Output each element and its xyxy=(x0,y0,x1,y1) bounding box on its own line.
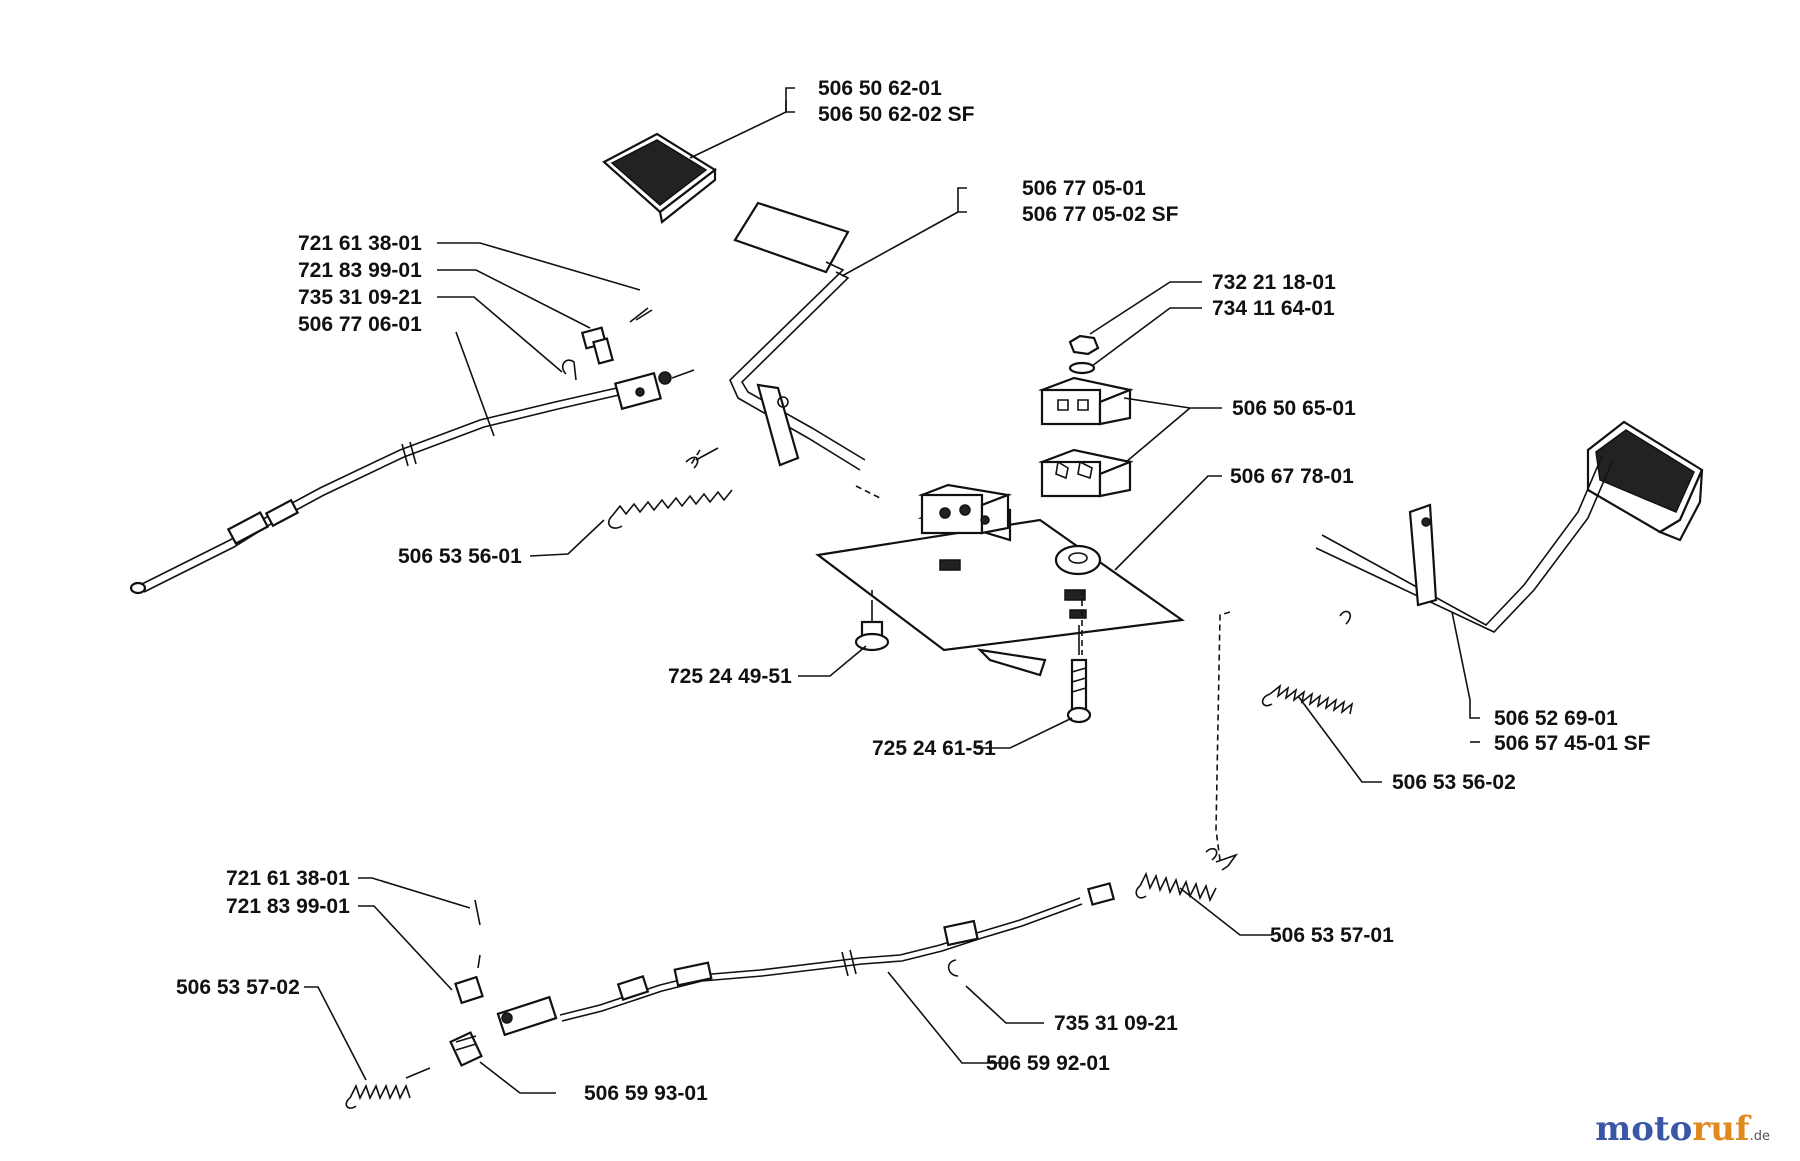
fitting-506-59-93-01 xyxy=(449,1031,483,1067)
label-506-53-56-01: 506 53 56-01 xyxy=(398,545,522,568)
pedal-arm-right xyxy=(1315,455,1613,633)
label-506-57-45-01-sf: 506 57 45-01 SF xyxy=(1494,732,1651,755)
label-735-31-09-21-top: 735 31 09-21 xyxy=(298,286,422,309)
label-721-83-99-01-bottom: 721 83 99-01 xyxy=(226,895,350,918)
part-labels: 506 50 62-01 506 50 62-02 SF 506 77 05-0… xyxy=(176,77,1651,1105)
label-506-59-92-01: 506 59 92-01 xyxy=(986,1052,1110,1075)
spring-506-53-56-02 xyxy=(1261,610,1354,715)
label-506-50-65-01: 506 50 65-01 xyxy=(1232,397,1356,420)
spring-506-53-56-01 xyxy=(607,447,733,529)
pedal-arm-left xyxy=(729,201,866,471)
watermark-main-a: moto xyxy=(1595,1109,1693,1149)
label-734-11-64-01: 734 11 64-01 xyxy=(1212,297,1335,320)
motoruf-watermark: motoruf.de xyxy=(1595,1109,1770,1149)
label-506-50-62-02-sf: 506 50 62-02 SF xyxy=(818,103,975,126)
label-721-83-99-01-top: 721 83 99-01 xyxy=(298,259,422,282)
nut-732-21-18-01 xyxy=(1068,334,1100,375)
label-721-61-38-01-bottom: 721 61 38-01 xyxy=(226,867,350,890)
leader-lines xyxy=(304,87,1480,1094)
label-506-52-69-01: 506 52 69-01 xyxy=(1494,707,1618,730)
label-506-53-57-01: 506 53 57-01 xyxy=(1270,924,1394,947)
label-506-59-93-01: 506 59 93-01 xyxy=(584,1082,708,1105)
plate-ring xyxy=(1054,544,1102,576)
label-725-24-49-51: 725 24 49-51 xyxy=(668,665,792,688)
label-725-24-61-51: 725 24 61-51 xyxy=(872,737,996,760)
watermark-main-b: ruf xyxy=(1692,1109,1750,1149)
label-506-53-56-02: 506 53 56-02 xyxy=(1392,771,1516,794)
label-735-31-09-21-bottom: 735 31 09-21 xyxy=(1054,1012,1178,1035)
label-721-61-38-01-top: 721 61 38-01 xyxy=(298,232,422,255)
watermark-suffix: .de xyxy=(1749,1129,1770,1144)
brake-pedal-pad xyxy=(602,132,717,224)
label-506-67-78-01: 506 67 78-01 xyxy=(1230,465,1354,488)
label-506-77-06-01: 506 77 06-01 xyxy=(298,313,422,336)
label-506-77-05-02-sf: 506 77 05-02 SF xyxy=(1022,203,1179,226)
label-732-21-18-01: 732 21 18-01 xyxy=(1212,271,1336,294)
label-506-50-62-01: 506 50 62-01 xyxy=(818,77,942,100)
cable-top-left xyxy=(129,307,695,595)
bolt-725-24-61-51 xyxy=(1066,625,1092,724)
clamp-block-upper xyxy=(1038,376,1134,426)
spring-506-53-57-02 xyxy=(345,1067,431,1109)
pedal-pad-right xyxy=(1586,420,1704,542)
pivot-block xyxy=(917,483,1013,535)
bolt-725-24-49-51 xyxy=(854,605,890,652)
spring-506-53-57-01 xyxy=(1135,847,1239,903)
label-506-53-57-02: 506 53 57-02 xyxy=(176,976,300,999)
label-506-77-05-01: 506 77 05-01 xyxy=(1022,177,1146,200)
cable-bottom xyxy=(454,882,1116,1037)
clamp-block-lower xyxy=(1038,448,1134,498)
